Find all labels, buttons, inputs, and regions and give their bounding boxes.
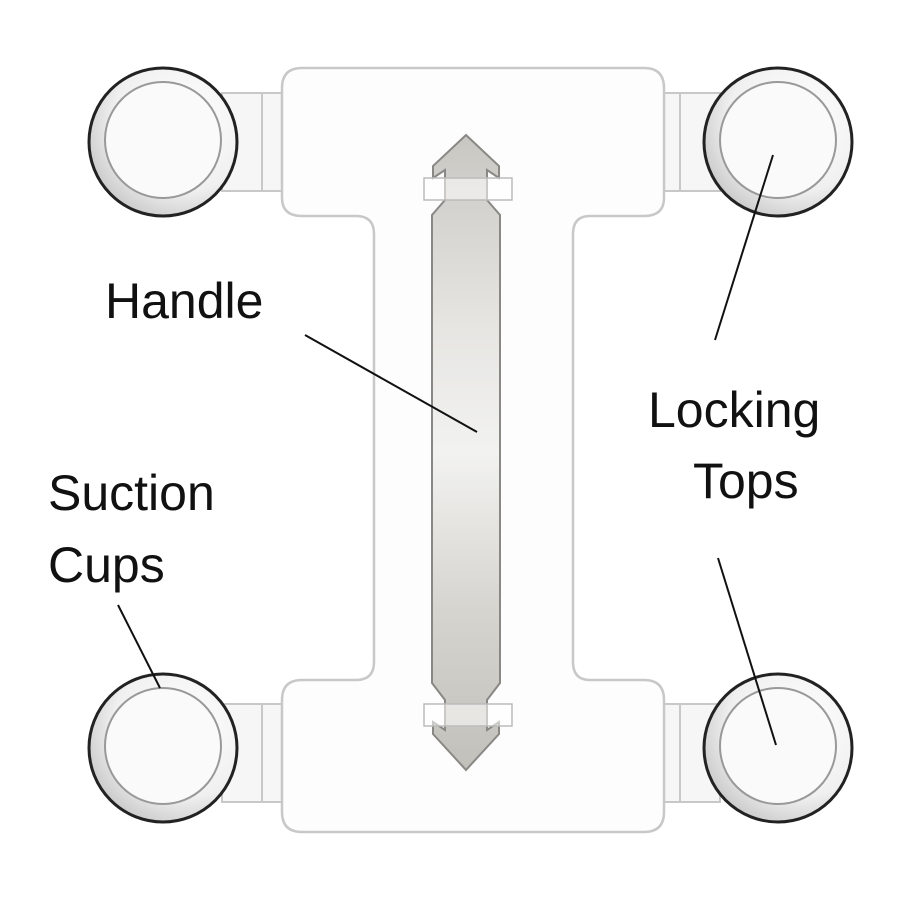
label-locking: Locking [648, 382, 820, 438]
suction-cup-top-right [702, 66, 854, 218]
leader-lines [117, 154, 777, 746]
label-suction: Suction [48, 465, 215, 521]
label-tops: Tops [693, 453, 799, 509]
suction-cup-top-left [87, 66, 239, 218]
handle-leader-line [304, 334, 478, 433]
label-cups: Cups [48, 537, 165, 593]
suction-cups [87, 66, 854, 824]
suction-cup-bottom-left [87, 672, 239, 824]
label-handle: Handle [105, 273, 263, 329]
suction-leader-line [117, 604, 161, 689]
suction-cup-bottom-right [702, 672, 854, 824]
handle-bar [423, 133, 513, 772]
locking-top-leader-line [714, 154, 774, 341]
locking-bottom-leader-line [717, 557, 777, 746]
